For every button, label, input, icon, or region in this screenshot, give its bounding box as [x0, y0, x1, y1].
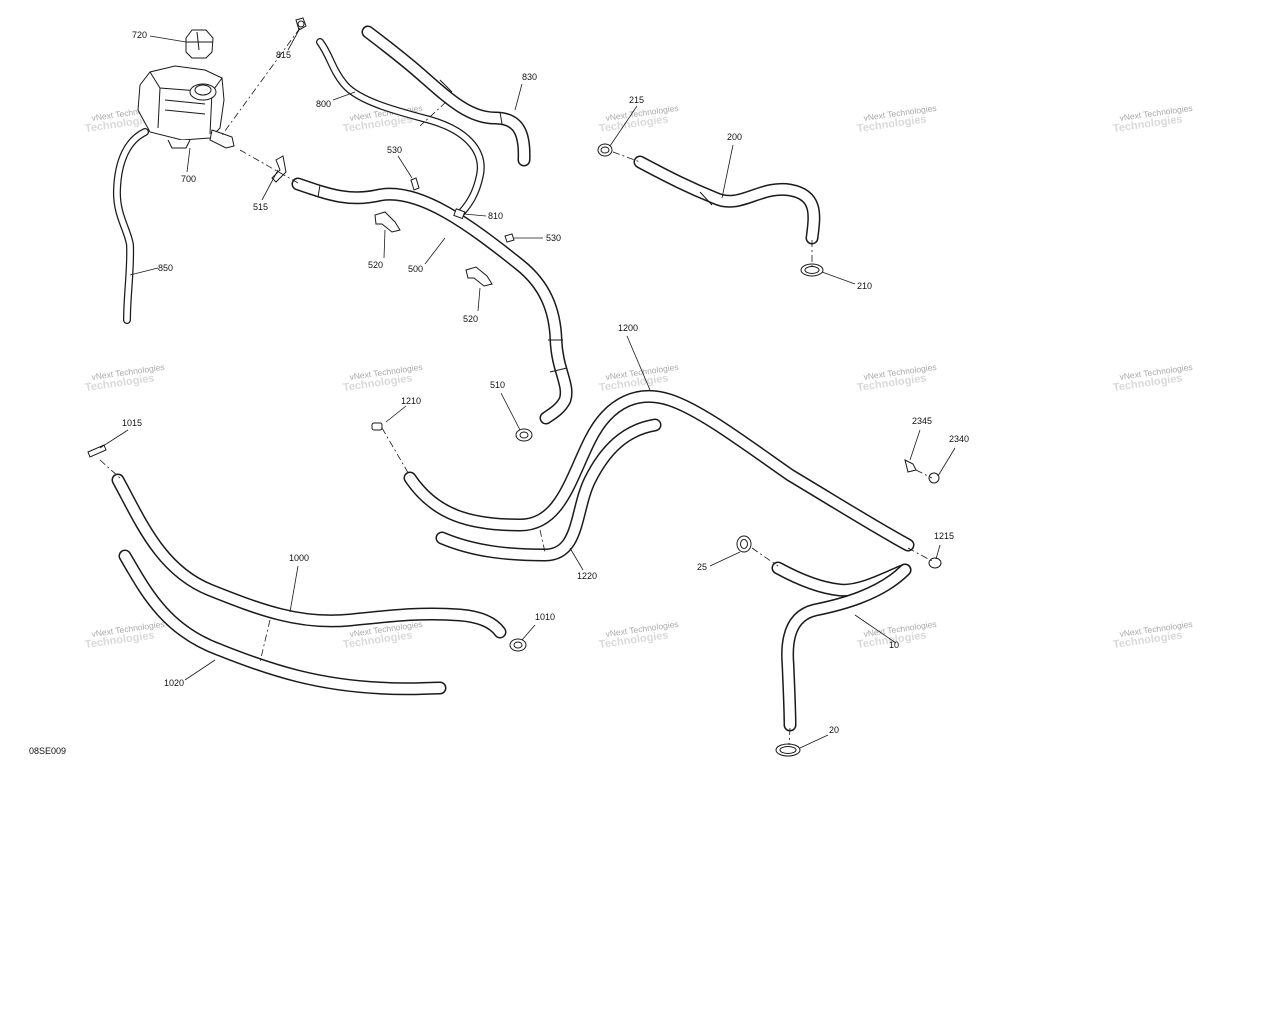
callout-515: 515 — [253, 202, 268, 212]
callout-215: 215 — [629, 95, 644, 105]
callout-810: 810 — [488, 211, 503, 221]
callout-530: 530 — [387, 145, 402, 155]
callout-815: 815 — [276, 50, 291, 60]
fitting-815 — [295, 17, 307, 31]
callout-25: 25 — [697, 562, 707, 572]
hose-200 — [633, 155, 821, 245]
coolant-reservoir — [137, 65, 235, 149]
fitting-810 — [453, 208, 466, 220]
heat-sleeve-1220 — [435, 418, 662, 562]
callout-210: 210 — [857, 281, 872, 291]
clamp-210 — [800, 263, 824, 277]
overflow-hose — [112, 128, 149, 324]
hose-1000 — [111, 473, 507, 639]
callout-520: 520 — [368, 260, 383, 270]
vent-hose — [316, 38, 485, 216]
hose-830 — [361, 25, 531, 167]
callout-1015: 1015 — [122, 418, 142, 428]
callout-510: 510 — [490, 380, 505, 390]
callout-850: 850 — [158, 263, 173, 273]
callout-labels: 720 815 830 800 700 530 515 810 530 520 … — [29, 30, 969, 756]
hose-10 — [771, 561, 912, 732]
clamp-25 — [736, 535, 752, 553]
callout-1210: 1210 — [401, 396, 421, 406]
clamp-1010 — [509, 638, 527, 652]
callout-1200: 1200 — [618, 323, 638, 333]
callout-830: 830 — [522, 72, 537, 82]
clamp-20 — [775, 743, 801, 757]
fitting-2345 — [904, 459, 917, 473]
callout-1010: 1010 — [535, 612, 555, 622]
clamp-520 — [465, 266, 493, 287]
callout-720: 720 — [132, 30, 147, 40]
callout-2345: 2345 — [912, 416, 932, 426]
screw-530 — [504, 233, 515, 243]
clamp-215 — [597, 143, 613, 157]
callout-1020: 1020 — [164, 678, 184, 688]
fitting-1015 — [87, 444, 107, 458]
leader-lines — [99, 29, 956, 749]
hose-1200 — [403, 389, 915, 552]
callout-20: 20 — [829, 725, 839, 735]
callout-1215: 1215 — [934, 531, 954, 541]
reservoir-cap — [185, 29, 214, 59]
screw-530 — [410, 177, 420, 191]
heat-sleeve-1020 — [118, 549, 447, 696]
callout-1000: 1000 — [289, 553, 309, 563]
callout-1220: 1220 — [577, 571, 597, 581]
assembly-lines — [99, 27, 933, 746]
callout-530: 530 — [546, 233, 561, 243]
plug-1210 — [371, 422, 383, 431]
clamp-520 — [374, 211, 401, 233]
clamp-1215 — [928, 557, 942, 569]
callout-2340: 2340 — [949, 434, 969, 444]
hose-500 — [291, 177, 573, 425]
cap-2340 — [928, 472, 940, 484]
callout-10: 10 — [889, 640, 899, 650]
drawing-code: 08SE009 — [29, 746, 66, 756]
callout-500: 500 — [408, 264, 423, 274]
watermark-layer: vNext Technologies Technologies vNext Te… — [84, 103, 1193, 651]
callout-700: 700 — [181, 174, 196, 184]
callout-800: 800 — [316, 99, 331, 109]
clamp-510 — [515, 428, 533, 442]
callout-200: 200 — [727, 132, 742, 142]
callout-520: 520 — [463, 314, 478, 324]
